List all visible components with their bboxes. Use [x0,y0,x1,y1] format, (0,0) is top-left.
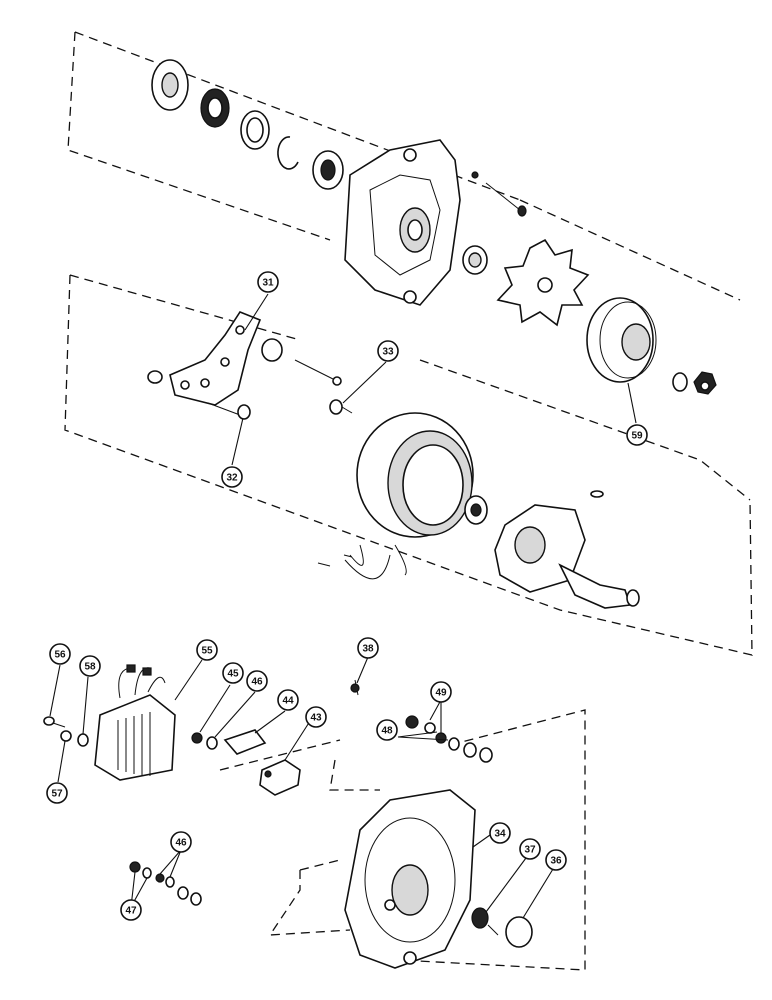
lower-group-outline [219,709,586,971]
front-seal [151,59,189,111]
callout-36: 36 [545,849,567,871]
svg-text:38: 38 [362,644,374,655]
pulley [586,297,657,383]
svg-text:58: 58 [84,662,96,673]
callout-56: 56 [49,643,71,665]
slip-ring-end-frame [344,789,476,969]
bearing-retainer [240,110,270,150]
woodruff-key [590,490,604,498]
callout-49: 49 [430,681,452,703]
terminal-screw [207,402,251,420]
svg-text:57: 57 [51,789,63,800]
plate-insulator [147,370,163,384]
frame-bearing [471,907,499,936]
capacitor-nut [329,399,353,415]
callout-46-lower: 46 [170,831,192,853]
svg-text:36: 36 [550,856,562,867]
svg-text:33: 33 [382,347,394,358]
callout-48: 48 [376,719,398,741]
terminal-bolt [350,679,360,696]
plate-screw [294,359,342,386]
plate-bushing [261,338,283,362]
callout-32: 32 [221,466,243,488]
drive-end-frame [344,139,461,306]
middle-group-outline [64,274,753,656]
pulley-nut [693,371,717,395]
callout-58: 58 [79,655,101,677]
svg-text:32: 32 [226,473,238,484]
rotor-ring [626,589,640,607]
svg-text:56: 56 [54,650,66,661]
fan [496,238,590,327]
snap-ring [277,136,299,170]
svg-text:37: 37 [524,845,536,856]
regulator-hardware [191,732,218,750]
o-ring [505,916,533,948]
svg-text:43: 43 [310,713,322,724]
svg-text:48: 48 [381,726,393,737]
callout-59: 59 [626,424,648,446]
spacer [462,245,488,275]
pulley-washer [672,372,688,392]
callout-38: 38 [357,637,379,659]
regulator [94,664,176,781]
callout-57: 57 [46,782,68,804]
svg-text:31: 31 [262,278,274,289]
callout-43: 43 [305,706,327,728]
terminal-nuts [405,715,493,763]
slip-ring-bearing [464,495,488,525]
regulator-lockwasher [60,730,72,742]
svg-text:47: 47 [125,906,137,917]
bracket [223,729,267,755]
svg-text:59: 59 [631,431,643,442]
frame-bolt [471,171,527,217]
callout-47: 47 [120,899,142,921]
callout-45: 45 [222,662,244,684]
callout-31: 31 [257,271,279,293]
svg-text:34: 34 [494,829,506,840]
svg-text:49: 49 [435,688,447,699]
callout-55: 55 [196,639,218,661]
callout-44: 44 [277,689,299,711]
svg-text:46: 46 [175,838,187,849]
terminal-plate [169,311,262,406]
callout-33: 33 [377,340,399,362]
svg-text:45: 45 [227,669,239,680]
callout-34: 34 [489,822,511,844]
svg-text:55: 55 [201,646,213,657]
drive-end-bearing [312,150,344,190]
stator [317,412,474,580]
svg-text:44: 44 [282,696,294,707]
regulator-washer [77,733,89,747]
front-bearing [200,88,230,128]
callout-46-upper: 46 [246,670,268,692]
connector [259,759,301,796]
leader-lines [49,293,637,919]
callout-37: 37 [519,838,541,860]
lower-nuts-washers [129,861,202,906]
regulator-screw [43,716,66,728]
rotor [494,504,632,609]
svg-text:46: 46 [251,677,263,688]
